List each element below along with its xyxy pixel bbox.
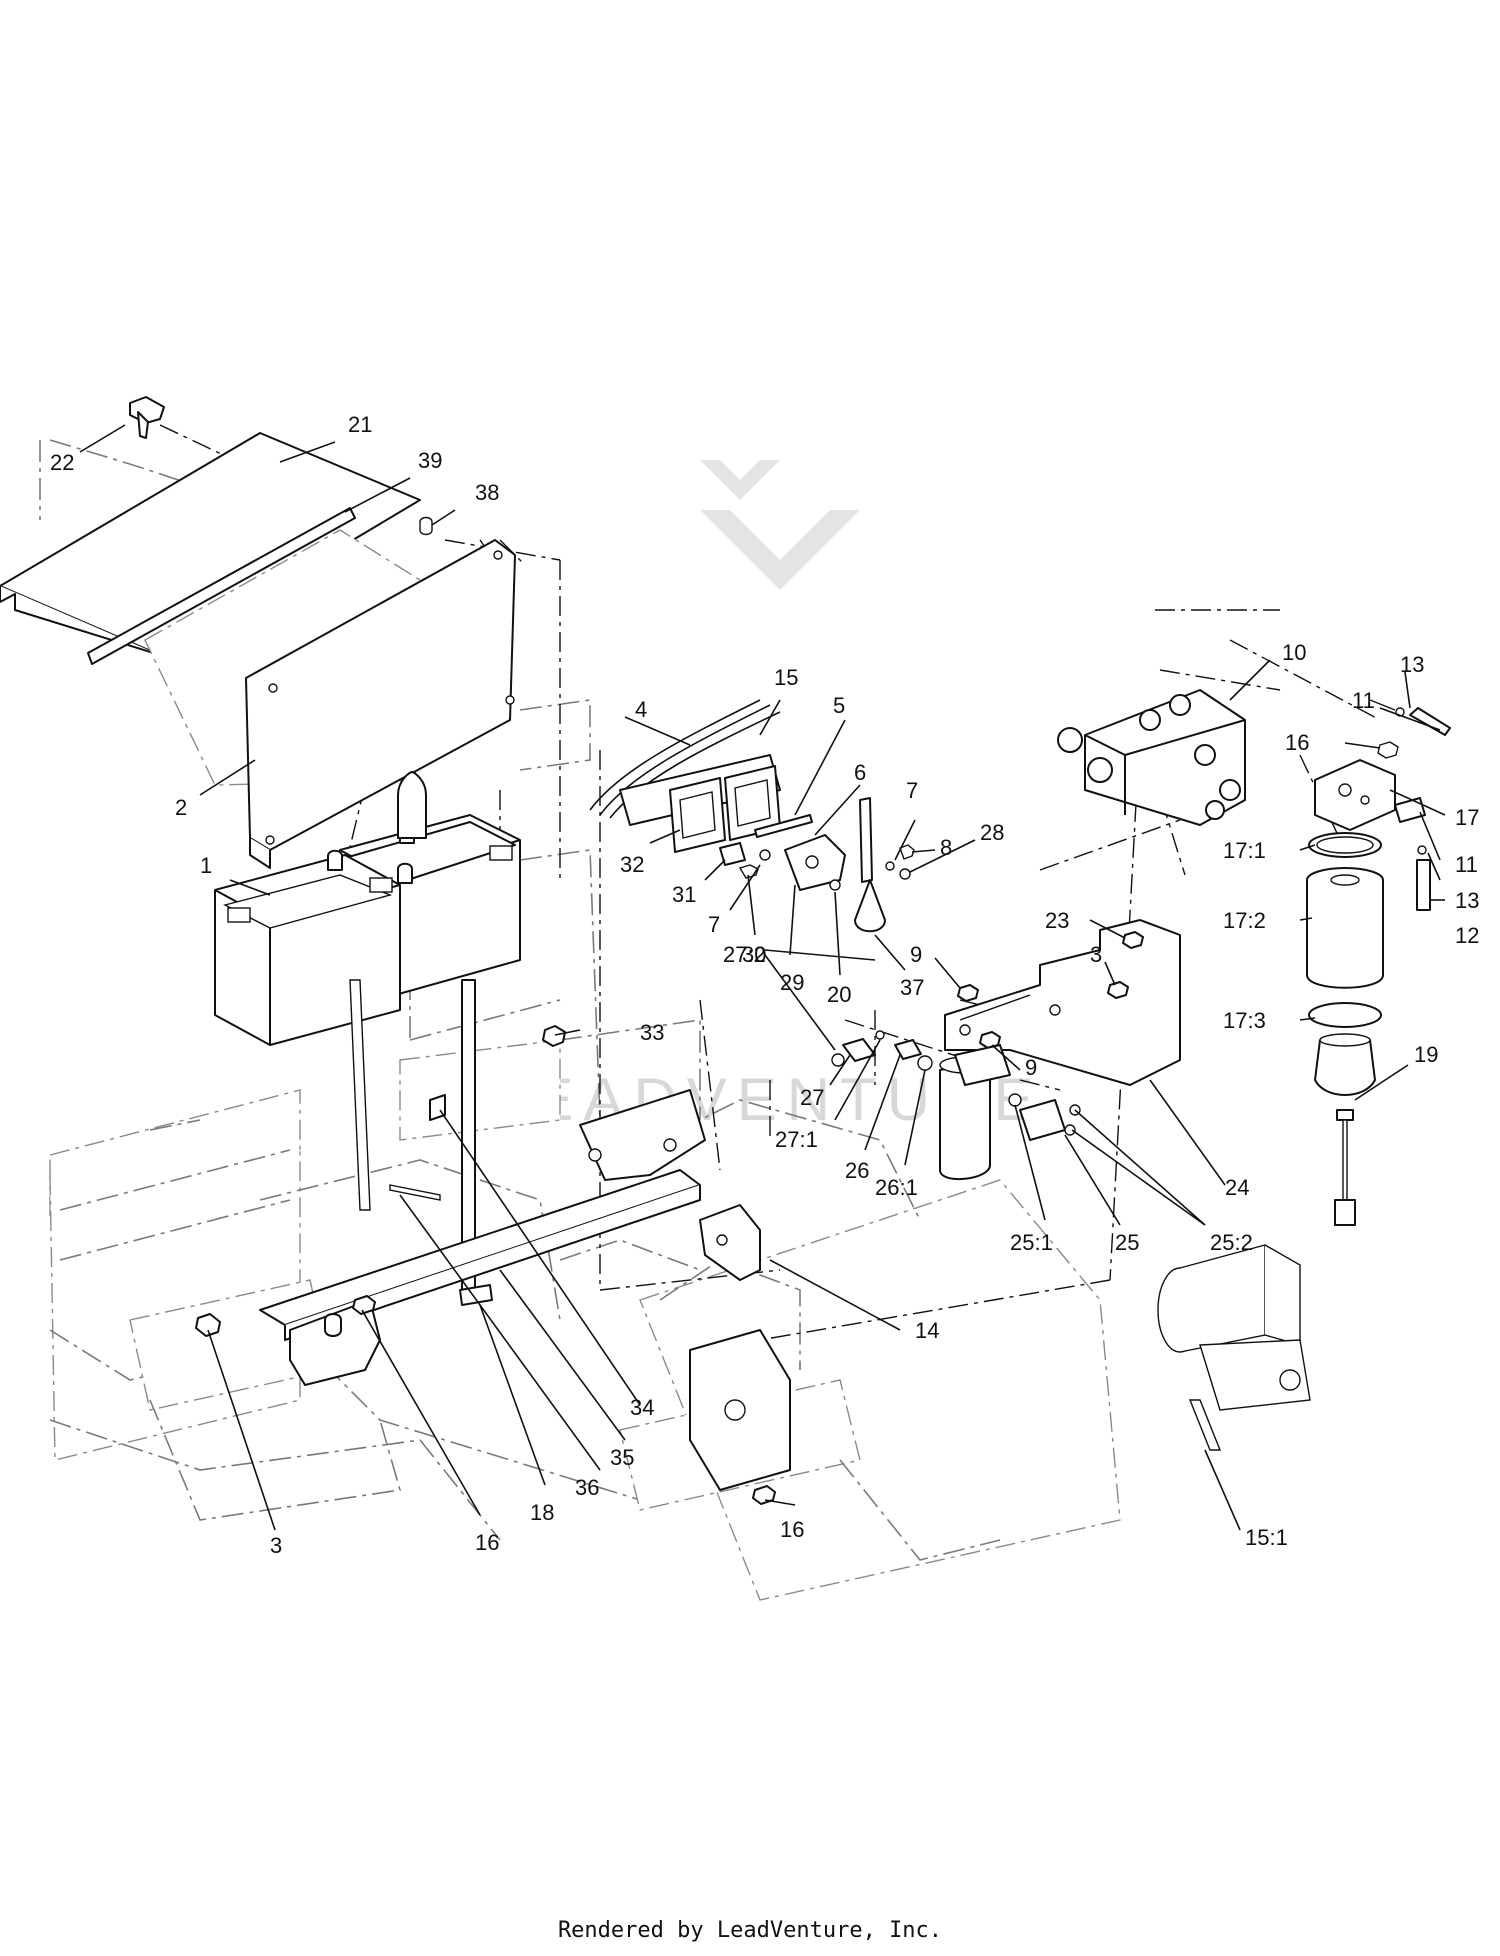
callout-6: 6 — [854, 760, 866, 785]
callout-27-1: 27:1 — [775, 1127, 818, 1152]
callout-3-plate: 3 — [1090, 942, 1102, 967]
cover-strip — [87, 507, 356, 665]
callout-31: 31 — [672, 882, 696, 907]
callout-29: 29 — [780, 970, 804, 995]
callout-19: 19 — [1414, 1042, 1438, 1067]
relay-assembly — [589, 699, 915, 933]
callout-27: 27 — [800, 1085, 824, 1110]
callout-10: 10 — [1282, 640, 1306, 665]
callout-14: 14 — [915, 1318, 939, 1343]
callout-18: 18 — [530, 1500, 554, 1525]
knob-screw — [129, 396, 165, 439]
callout-26: 26 — [845, 1158, 869, 1183]
shield-panel — [245, 539, 516, 869]
callout-labels: 22 21 39 38 2 1 4 15 5 6 7 8 28 32 31 7 … — [50, 412, 1479, 1558]
screw-38 — [419, 516, 433, 536]
callout-17: 17 — [1455, 805, 1479, 830]
callout-11-right: 11 — [1455, 852, 1478, 877]
callout-36: 36 — [575, 1475, 599, 1500]
callout-34: 34 — [630, 1395, 654, 1420]
callout-37: 37 — [900, 975, 924, 1000]
callout-21: 21 — [348, 412, 372, 437]
callout-12: 12 — [1455, 923, 1479, 948]
callout-33: 33 — [640, 1020, 664, 1045]
callout-11-top: 11 — [1352, 688, 1375, 713]
frame-bracket-assembly — [195, 1025, 791, 1505]
callout-20: 20 — [827, 982, 851, 1007]
callout-3-left: 3 — [270, 1533, 282, 1558]
callout-17-1: 17:1 — [1223, 838, 1266, 863]
callout-24: 24 — [1225, 1175, 1249, 1200]
callout-38: 38 — [475, 480, 499, 505]
callout-39: 39 — [418, 448, 442, 473]
callout-13-right: 13 — [1455, 888, 1479, 913]
callout-16-mid: 16 — [780, 1517, 804, 1542]
callout-16-filter: 16 — [1285, 730, 1309, 755]
callout-35: 35 — [610, 1445, 634, 1470]
callout-5: 5 — [833, 693, 845, 718]
callout-7-right: 7 — [906, 778, 918, 803]
battery-pair — [214, 771, 521, 1306]
leader-lines — [79, 424, 1446, 1531]
fuel-filter-assembly — [1306, 699, 1451, 1226]
mount-plate-assembly — [831, 919, 1181, 1181]
callout-16-left: 16 — [475, 1530, 499, 1555]
callout-15: 15 — [774, 665, 798, 690]
callout-2: 2 — [175, 795, 187, 820]
callout-13-top: 13 — [1400, 652, 1424, 677]
callout-28: 28 — [980, 820, 1004, 845]
callout-25-1: 25:1 — [1010, 1230, 1053, 1255]
callout-15-1: 15:1 — [1245, 1525, 1288, 1550]
callout-9-bottom: 9 — [1025, 1055, 1037, 1080]
callout-7-left: 7 — [708, 912, 720, 937]
callout-25: 25 — [1115, 1230, 1139, 1255]
callout-32: 32 — [620, 852, 644, 877]
callout-27-2: 27:2 — [723, 942, 766, 967]
callout-30: 30 — [742, 942, 766, 967]
callout-26-1: 26:1 — [875, 1175, 918, 1200]
callout-8: 8 — [940, 835, 952, 860]
valve-block — [1057, 689, 1246, 826]
callout-17-3: 17:3 — [1223, 1008, 1266, 1033]
callout-22: 22 — [50, 450, 74, 475]
footer-credit: Rendered by LeadVenture, Inc. — [557, 1918, 943, 1943]
callout-23: 23 — [1045, 908, 1069, 933]
callout-4: 4 — [635, 697, 647, 722]
callout-25-2: 25:2 — [1210, 1230, 1253, 1255]
starter-motor — [1157, 1244, 1311, 1451]
callout-17-2: 17:2 — [1223, 908, 1266, 933]
callout-9-top: 9 — [910, 942, 922, 967]
callout-1: 1 — [200, 853, 212, 878]
